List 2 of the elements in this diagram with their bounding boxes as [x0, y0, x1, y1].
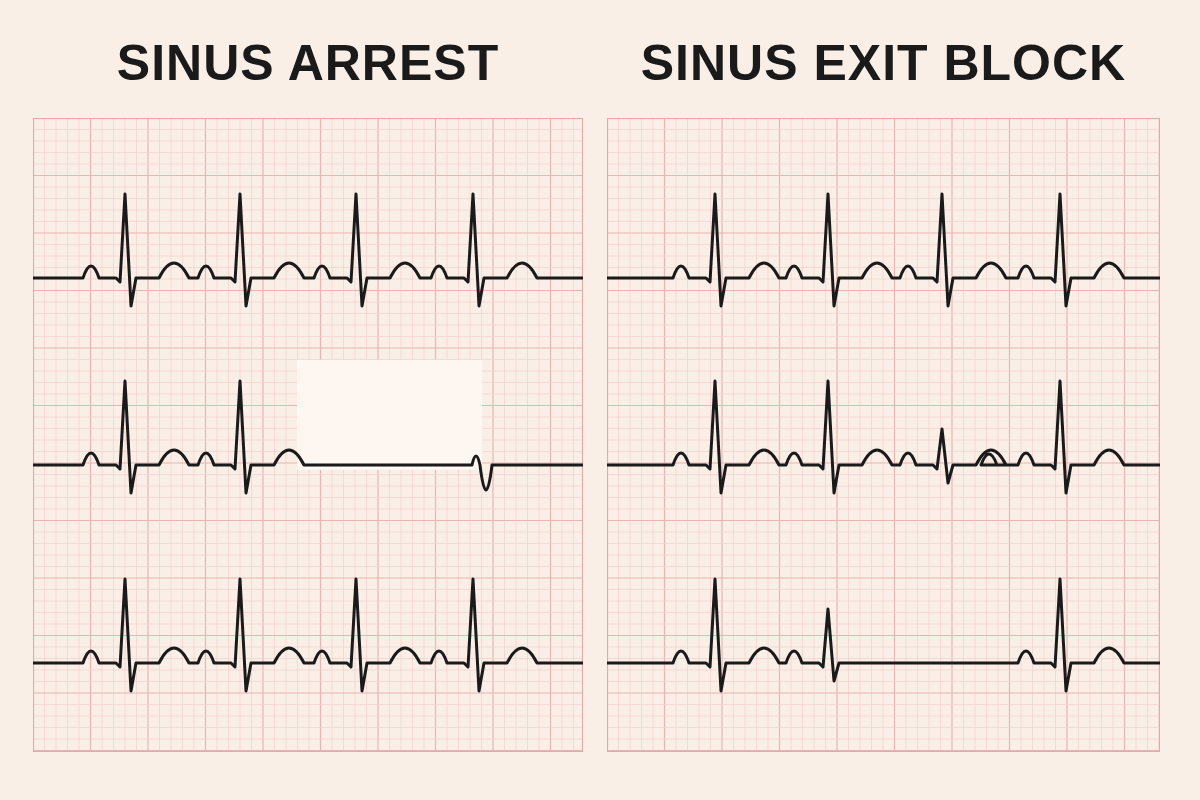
- panel-title: SINUS ARREST: [115, 38, 501, 88]
- panel-title: SINUS EXIT BLOCK: [639, 38, 1128, 88]
